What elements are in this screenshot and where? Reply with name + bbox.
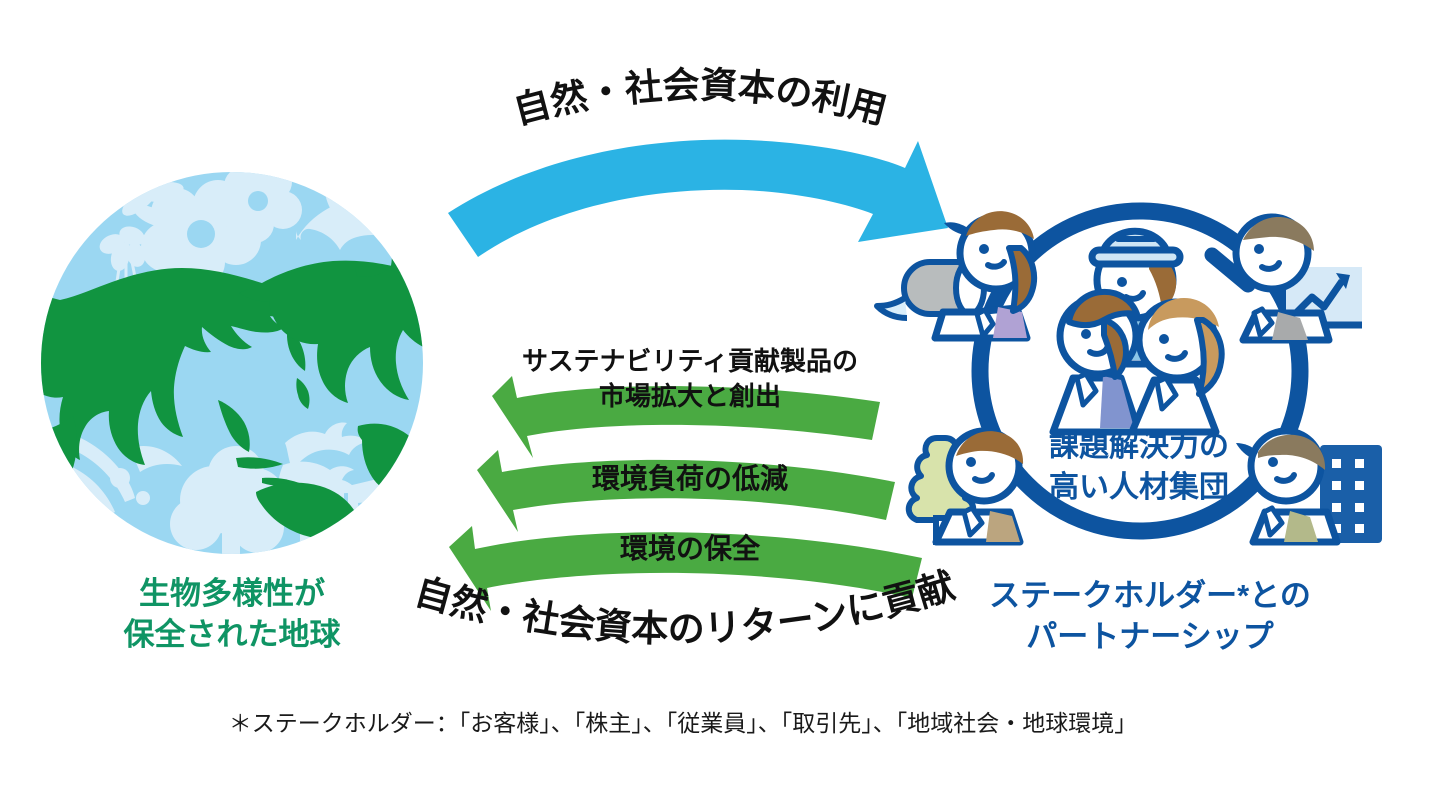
footnote: ＊ステークホルダー：「お客様」、「株主」、「従業員」、「取引先」、「地域社会・地… — [229, 710, 1138, 736]
person-center-right — [1128, 298, 1225, 436]
return-arrow-1-line1: サステナビリティ貢献製品の — [522, 346, 858, 376]
person-top-right — [1204, 213, 1362, 344]
ring-center-line1: 課題解決力の — [1049, 429, 1229, 463]
return-arrow-3 — [449, 526, 922, 611]
silhouette-bird — [285, 422, 368, 472]
earth-globe-icon — [41, 172, 423, 554]
return-arrow-1 — [492, 376, 880, 458]
person-center-left — [1049, 288, 1143, 436]
right-caption-line1: ステークホルダー*との — [989, 578, 1311, 613]
top-cyan-arrow — [448, 139, 948, 257]
return-arrow-3-label: 環境の保全 — [620, 532, 761, 564]
return-arrow-2-label: 環境負荷の低減 — [592, 463, 788, 494]
left-node-caption: 生物多様性が 保全された地球 — [124, 576, 342, 652]
return-arrow-2-line1: 環境負荷の低減 — [592, 463, 788, 494]
return-arrow-1-label: サステナビリティ貢献製品の 市場拡大と創出 — [522, 346, 858, 411]
return-arrow-2 — [477, 450, 895, 532]
left-caption-line2: 保全された地球 — [124, 617, 342, 652]
return-arrow-3-line1: 環境の保全 — [620, 532, 761, 564]
silhouette-bird-2 — [278, 461, 360, 496]
right-caption-line2: パートナーシップ — [1026, 619, 1274, 654]
top-arrow-heading: 自然・社会資本の利用 — [509, 65, 891, 132]
office-building-icon — [1320, 445, 1382, 543]
person-bottom-left — [905, 427, 1024, 546]
silhouette-flower-medium — [215, 172, 302, 243]
left-caption-line1: 生物多様性が — [139, 576, 325, 611]
people-ring-icon: 課題解決力の 高い人材集団 — [874, 202, 1382, 546]
ring-center-caption: 課題解決力の 高い人材集団 — [1049, 429, 1229, 504]
person-bottom-right — [1236, 427, 1382, 546]
right-node-caption: ステークホルダー*との パートナーシップ — [989, 578, 1311, 654]
return-arrow-1-line2: 市場拡大と創出 — [599, 381, 781, 411]
ring-center-line2: 高い人材集団 — [1049, 471, 1229, 504]
person-top-left — [874, 211, 1038, 342]
